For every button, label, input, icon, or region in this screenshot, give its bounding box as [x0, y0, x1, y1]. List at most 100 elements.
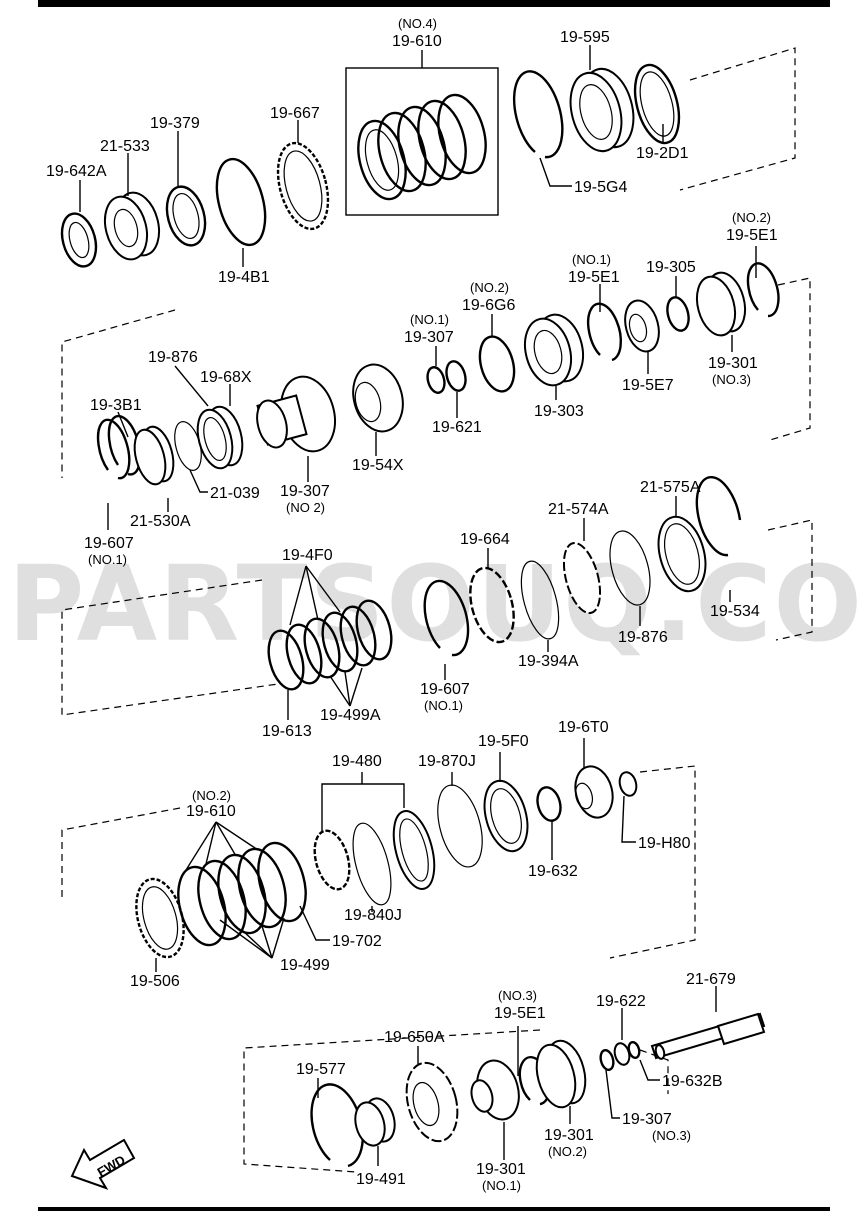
label-no4: (NO.4): [398, 16, 437, 31]
part-19-577[interactable]: [310, 1083, 364, 1168]
group-2-dashed-frame-right: [769, 277, 811, 441]
label-19-642A: 19-642A: [46, 163, 107, 180]
label-19-5E1-no3: 19-5E1: [494, 1005, 546, 1022]
part-19-870J[interactable]: [430, 780, 490, 871]
part-19-480-plate[interactable]: [309, 827, 355, 893]
label-no2-307: (NO 2): [286, 500, 325, 515]
part-21-533[interactable]: [98, 188, 165, 264]
part-19-664[interactable]: [463, 563, 521, 647]
group-4-dashed-frame-right: [609, 765, 696, 959]
part-19-5E1-no1[interactable]: [587, 302, 623, 362]
group-3: 19-4F0 19-613 19-499A 19-607 (NO.1) 19-6…: [61, 475, 813, 740]
part-19-5E1-no2[interactable]: [746, 262, 780, 318]
group-5-dashed-frame-right: [639, 1049, 669, 1094]
part-19-394A[interactable]: [514, 557, 566, 643]
label-19-68X: 19-68X: [200, 369, 252, 386]
label-19-876-mid: 19-876: [618, 629, 668, 646]
label-19-307-no1: 19-307: [404, 329, 454, 346]
label-19-301-no1: 19-301: [476, 1161, 526, 1178]
part-21-574A[interactable]: [557, 539, 607, 617]
label-19-5E1-no1: 19-5E1: [568, 269, 620, 286]
part-21-530A[interactable]: [129, 423, 179, 487]
label-no2-6G6: (NO.2): [470, 280, 509, 295]
label-19-577: 19-577: [296, 1061, 346, 1078]
part-19-491[interactable]: [351, 1095, 399, 1149]
part-19-305[interactable]: [664, 295, 692, 333]
part-19-2D1[interactable]: [627, 60, 686, 148]
label-21-533: 21-533: [100, 138, 150, 155]
part-19-595[interactable]: [562, 63, 641, 157]
label-19-667: 19-667: [270, 105, 320, 122]
label-19-621: 19-621: [432, 419, 482, 436]
label-19-5E7: 19-5E7: [622, 377, 674, 394]
part-19-6G6[interactable]: [474, 333, 519, 395]
part-19-379[interactable]: [161, 182, 211, 249]
label-19-2D1: 19-2D1: [636, 145, 689, 162]
part-19-650A[interactable]: [398, 1057, 465, 1147]
part-19-480-piston[interactable]: [386, 807, 441, 894]
part-19-5E7[interactable]: [620, 297, 664, 356]
group-3-dashed-frame-right: [767, 519, 813, 641]
part-19-876-mid[interactable]: [603, 527, 657, 610]
part-19-840J[interactable]: [346, 819, 399, 908]
part-19-5F0[interactable]: [477, 776, 534, 856]
group-4: (NO.2) 19-610 19-506 19-499 19-702 19-48…: [61, 719, 696, 990]
label-no2-301: (NO.2): [548, 1144, 587, 1159]
part-19-610-no2-19-499-clutch-pack[interactable]: [170, 838, 313, 951]
label-19-632B: 19-632B: [662, 1073, 723, 1090]
label-no3-301: (NO.3): [712, 372, 751, 387]
group-1: 19-642A 21-533 19-379 19-4B1 19-667 (NO.…: [46, 16, 796, 286]
group-5-dashed-frame-left: [243, 1029, 541, 1173]
bottom-border: [38, 1207, 830, 1211]
part-19-301-no1[interactable]: [468, 1056, 525, 1124]
label-19-307-no3: 19-307: [622, 1111, 672, 1128]
label-19-499A: 19-499A: [320, 707, 381, 724]
fwd-arrow-shape: [70, 1138, 136, 1190]
part-21-575A[interactable]: [651, 512, 713, 597]
part-19-68X[interactable]: [192, 403, 248, 472]
label-19-610-no2: 19-610: [186, 803, 236, 820]
label-19-595: 19-595: [560, 29, 610, 46]
part-19-307-no2[interactable]: [252, 371, 343, 458]
part-21-679-shaft[interactable]: [650, 1012, 766, 1060]
label-no3-307: (NO.3): [652, 1128, 691, 1143]
fwd-arrow: FWD: [70, 1138, 136, 1190]
part-19-301-no3[interactable]: [691, 268, 751, 339]
label-19-5E1-no2: 19-5E1: [726, 227, 778, 244]
part-19-303[interactable]: [518, 309, 590, 390]
part-19-534[interactable]: [695, 475, 742, 557]
part-19-642A[interactable]: [57, 210, 102, 270]
part-19-307-no1[interactable]: [425, 365, 447, 394]
part-19-621[interactable]: [443, 359, 468, 393]
label-19-301-no2: 19-301: [544, 1127, 594, 1144]
label-19-506: 19-506: [130, 973, 180, 990]
label-19-5F0: 19-5F0: [478, 733, 529, 750]
part-19-632[interactable]: [534, 785, 564, 824]
label-19-H80: 19-H80: [638, 835, 691, 852]
part-19-607-no1-top[interactable]: [96, 418, 131, 480]
part-19-667[interactable]: [269, 138, 336, 235]
part-19-613-19-499A-clutch-pack[interactable]: [263, 597, 397, 693]
part-19-307-no3[interactable]: [599, 1049, 616, 1071]
label-19-480: 19-480: [332, 753, 382, 770]
label-19-607-top: 19-607: [84, 535, 134, 552]
label-19-491: 19-491: [356, 1171, 406, 1188]
label-19-622: 19-622: [596, 993, 646, 1010]
part-19-607-no1-mid[interactable]: [423, 579, 470, 657]
group-4-dashed-frame-left: [61, 807, 181, 900]
part-19-4B1[interactable]: [208, 154, 273, 250]
part-19-610-no4-clutch-pack[interactable]: [345, 67, 499, 216]
label-19-499: 19-499: [280, 957, 330, 974]
label-19-4F0: 19-4F0: [282, 547, 333, 564]
label-no2-5E1: (NO.2): [732, 210, 771, 225]
label-no1-607-mid: (NO.1): [424, 698, 463, 713]
group-3-dashed-frame-left: [61, 579, 279, 716]
label-19-664: 19-664: [460, 531, 510, 548]
part-19-5G4[interactable]: [512, 70, 564, 159]
part-19-632B[interactable]: [627, 1040, 641, 1060]
part-19-H80[interactable]: [617, 770, 639, 797]
label-19-610-top: 19-610: [392, 33, 442, 50]
part-19-301-no2[interactable]: [530, 1036, 591, 1111]
part-19-6T0[interactable]: [570, 762, 618, 822]
part-19-54X[interactable]: [346, 359, 410, 437]
